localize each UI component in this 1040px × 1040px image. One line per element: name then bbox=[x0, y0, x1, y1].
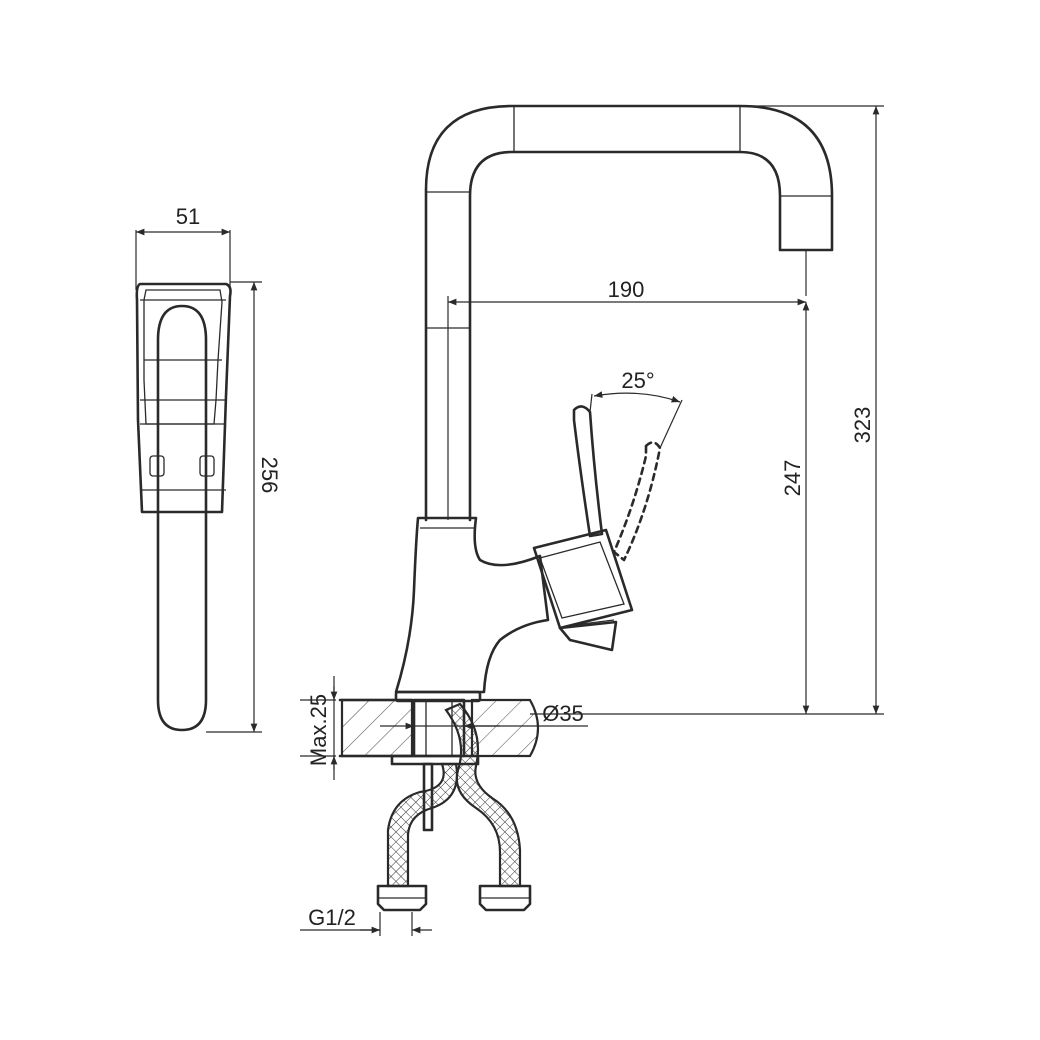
top-view-spout bbox=[156, 304, 208, 732]
top-view: 51 256 bbox=[135, 204, 282, 733]
hose-left bbox=[386, 762, 459, 888]
top-view-handle-body bbox=[135, 282, 232, 514]
label-outlet-height: 247 bbox=[780, 460, 805, 497]
label-top-length: 256 bbox=[257, 457, 282, 494]
hose-nut-right bbox=[478, 884, 532, 912]
spout-tube bbox=[424, 104, 834, 522]
hose-right bbox=[444, 702, 522, 888]
top-view-handle-inner bbox=[143, 289, 223, 425]
lever-handle-rotated bbox=[612, 441, 662, 562]
label-total-height: 323 bbox=[850, 407, 875, 444]
lever-housing bbox=[532, 528, 634, 630]
label-thread: G1/2 bbox=[308, 905, 356, 930]
lever-handle bbox=[572, 405, 604, 538]
dim-arc-lever-angle bbox=[593, 391, 681, 403]
label-lever-angle: 25° bbox=[621, 368, 654, 393]
label-reach: 190 bbox=[608, 277, 645, 302]
faucet-body bbox=[394, 516, 550, 694]
label-max-thickness: Max.25 bbox=[306, 694, 331, 766]
hose-nut-left bbox=[376, 884, 428, 912]
label-top-width: 51 bbox=[176, 204, 200, 229]
countertop-section bbox=[340, 698, 414, 758]
side-view: 25° Max.25 Ø35 G1/2 bbox=[300, 104, 884, 936]
